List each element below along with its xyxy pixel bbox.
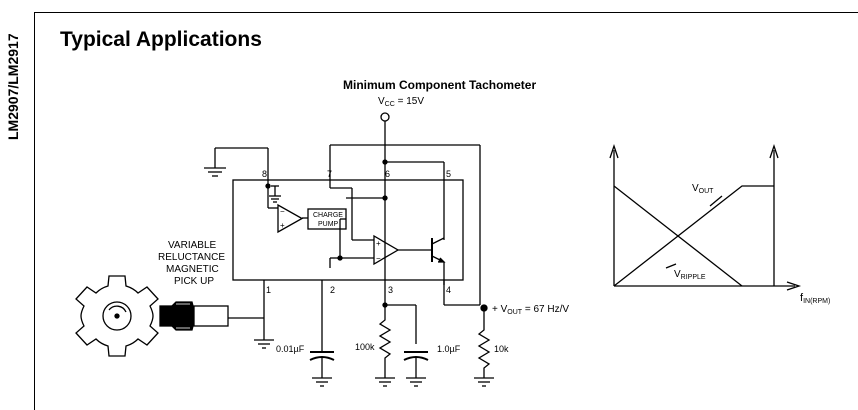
pin-label-1: 1 [266,285,271,295]
response-graph: VOUT VRIPPLE fIN(RPM) [609,143,830,305]
pin-label-6: 6 [385,169,390,179]
ground-symbol-cap2 [406,377,426,387]
cap2-label: 1.0µF [437,344,461,354]
charge-pump-label-1: CHARGE [313,212,343,219]
graph-x-arrow [786,281,802,291]
output-opamp [373,234,400,266]
pickup-label-1: VARIABLE [168,240,216,251]
gear-icon [75,275,159,357]
section-title: Typical Applications [60,28,262,51]
vout-label: + VOUT = 67 Hz/V [492,304,569,316]
vout-node [480,304,488,312]
timing-capacitor [309,351,335,361]
ground-symbol-res2 [474,377,494,387]
top-margin-rule [34,12,858,13]
svg-text:+: + [280,221,285,230]
pin-label-5: 5 [446,169,451,179]
charge-pump-label-2: PUMP [318,221,339,228]
ic-package-outline [232,179,464,281]
pickup-label-2: RELUCTANCE [158,252,225,263]
filter-capacitor [403,351,429,361]
pin-label-8: 8 [262,169,267,179]
ground-symbol-top-left [204,167,226,177]
ground-symbol-res1 [375,377,395,387]
graph-y-arrow [609,143,619,159]
res1-label: 100k [355,342,375,352]
magnetic-pickup [159,301,229,331]
svg-text:−: − [280,207,285,216]
svg-text:+: + [376,239,381,248]
cap1-label: 0.01µF [276,344,305,354]
input-comparator [277,203,304,234]
pin-label-4: 4 [446,285,451,295]
part-numbers-text: LM2907/LM2917 [5,33,21,140]
vout-curve [613,185,774,287]
resistor-10k [477,311,491,378]
left-margin-rule [34,12,35,410]
ground-symbol-pin1 [254,339,274,349]
ground-symbol-cap1 [312,377,332,387]
circuit-title: Minimum Component Tachometer [343,78,536,92]
vcc-label: VCC = 15V [378,96,424,108]
sidebar-part-numbers: LM2907/LM2917 [5,33,21,140]
vout-curve-label: VOUT [692,183,714,195]
svg-text:−: − [376,254,381,263]
vcc-terminal [380,112,390,122]
res2-label: 10k [494,344,509,354]
pickup-label-3: MAGNETIC [166,264,219,275]
resistor-100k [378,305,392,378]
graph-x-axis-label: fIN(RPM) [800,292,830,305]
vripple-curve-label: VRIPPLE [674,269,706,281]
pin-label-7: 7 [327,169,332,179]
pin-label-3: 3 [388,285,393,295]
pickup-label-4: PICK UP [174,276,214,287]
pin-label-2: 2 [330,285,335,295]
ground-symbol-inner [269,185,281,203]
